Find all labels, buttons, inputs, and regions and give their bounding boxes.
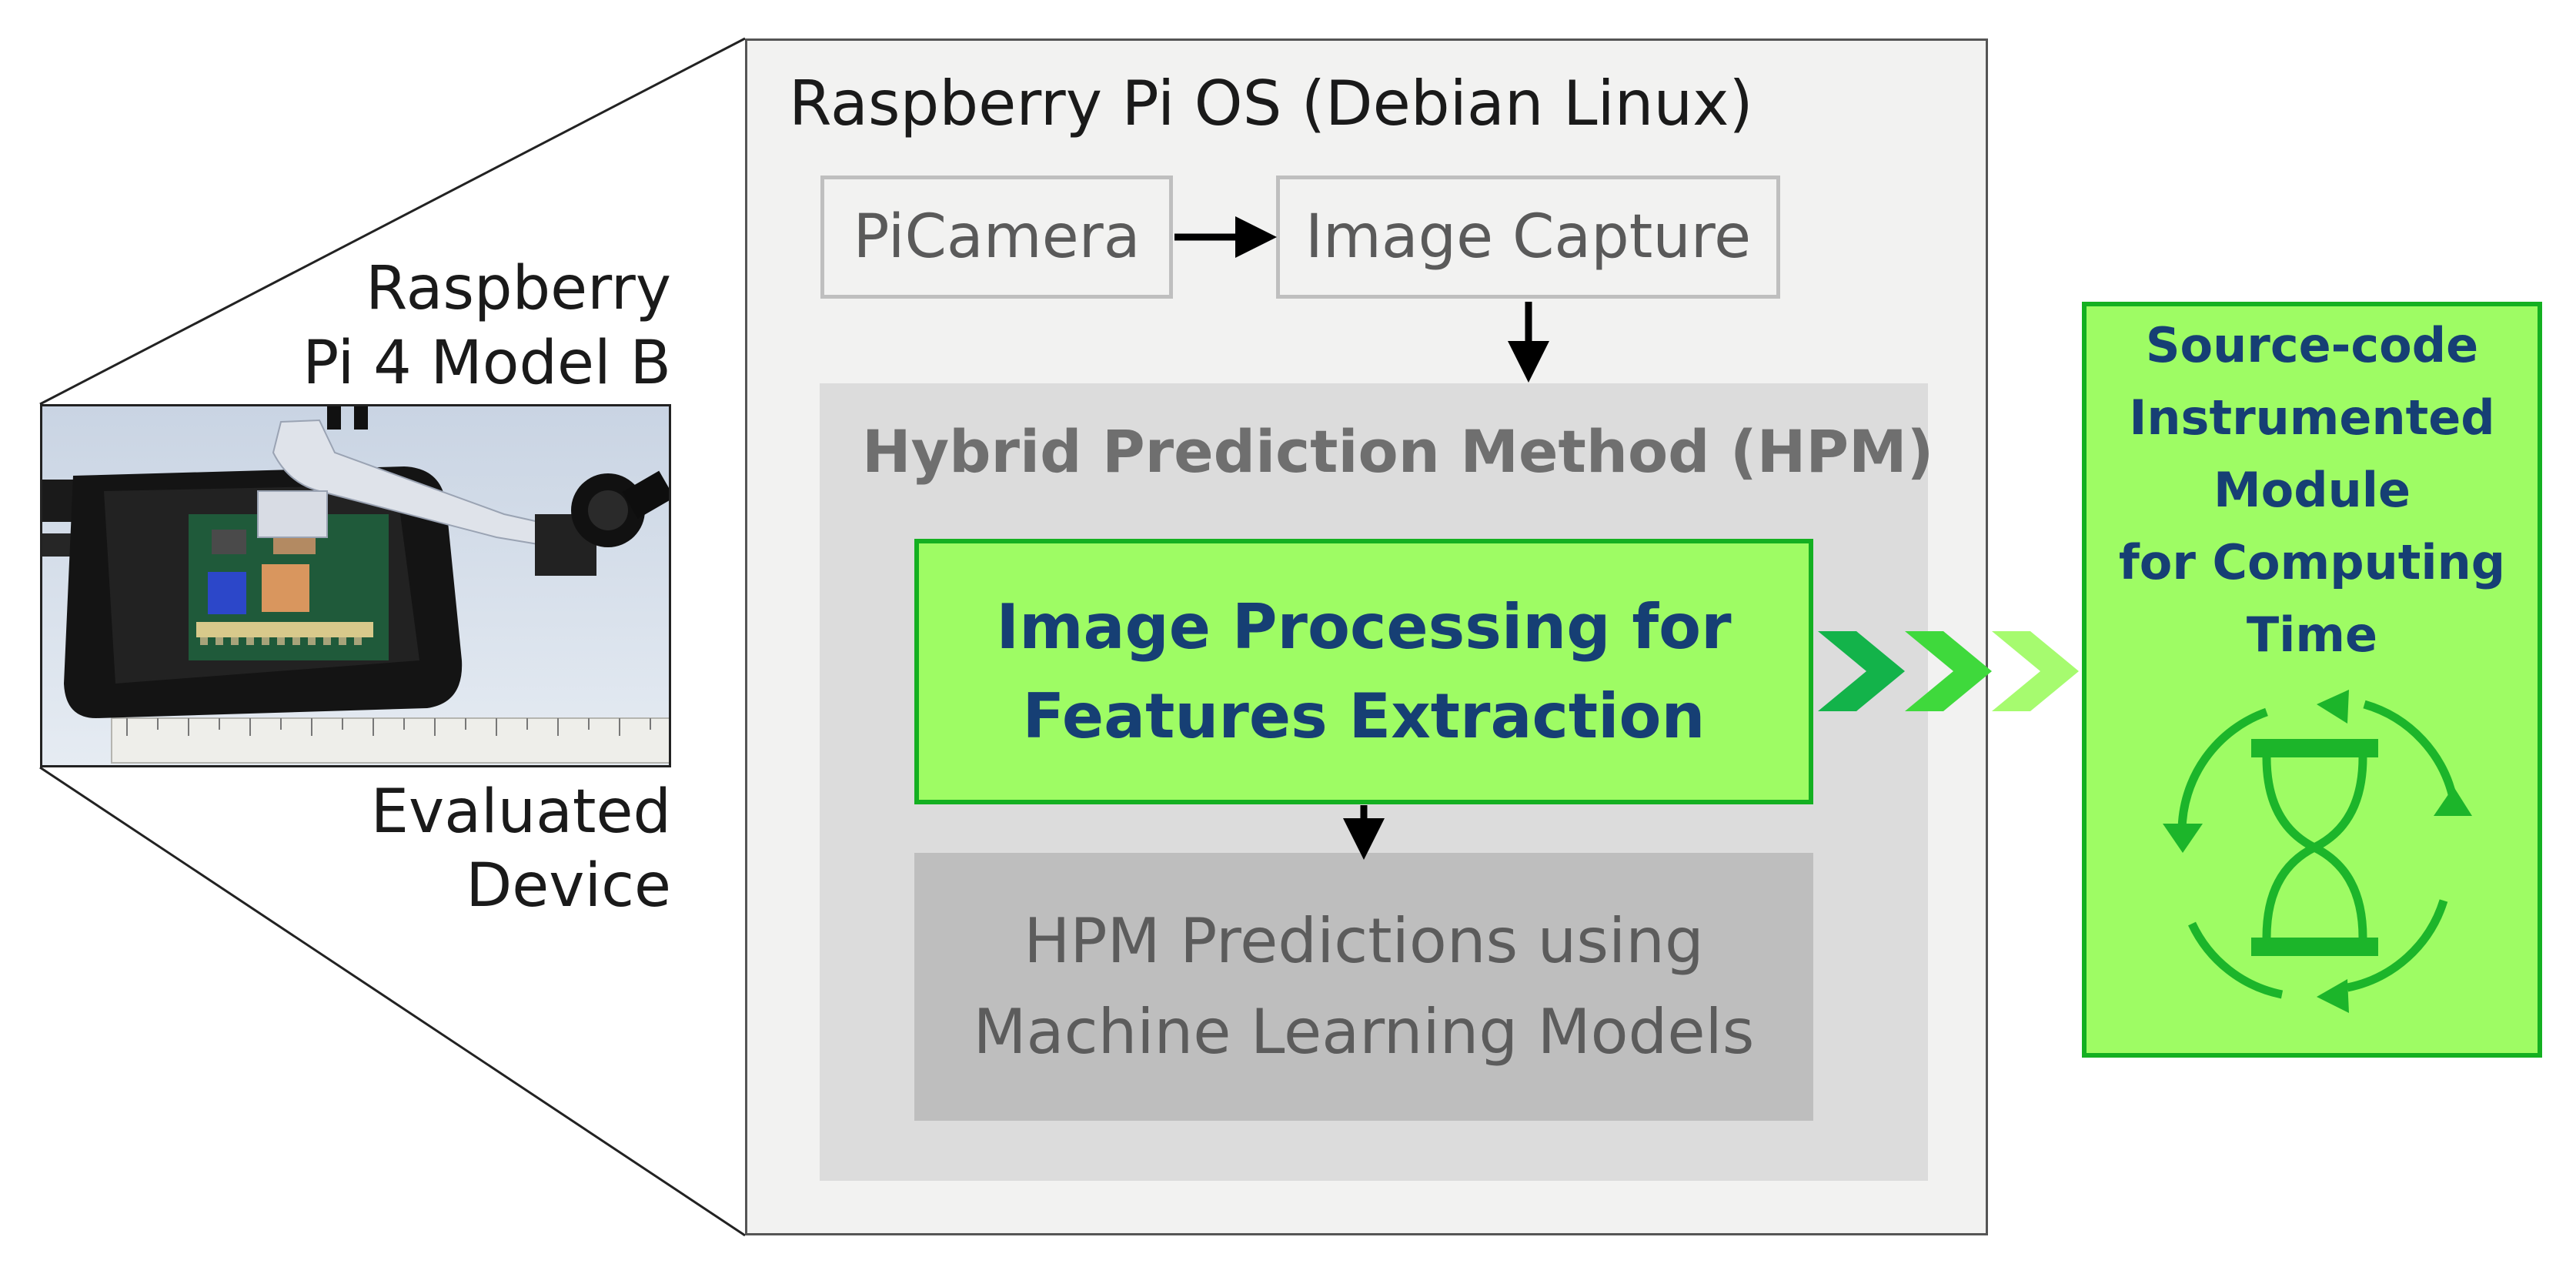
zoom-line-bottom: [39, 766, 746, 1237]
raspberry-pi-device-photo: [40, 404, 671, 767]
hourglass-cycle-icon: [2177, 700, 2458, 999]
module-line1: Source-code: [2145, 317, 2479, 373]
os-title: Raspberry Pi OS (Debian Linux): [789, 68, 1753, 139]
double-chevron-right-icon: [1818, 631, 2079, 711]
device-photo-illustration: [42, 406, 669, 765]
device-name-line1: Raspberry: [366, 254, 671, 323]
instrumented-module-text: Source-code Instrumented Module for Comp…: [2082, 309, 2542, 671]
picamera-box: PiCamera: [820, 176, 1173, 299]
hpm-predictions-box: HPM Predictions using Machine Learning M…: [914, 853, 1813, 1121]
hpm-title: Hybrid Prediction Method (HPM): [862, 417, 1934, 486]
chevron-2: [1905, 631, 1992, 711]
image-processing-box: Image Processing for Features Extraction: [914, 539, 1813, 804]
module-line5: Time: [2246, 607, 2378, 663]
image-processing-line1: Image Processing for: [996, 590, 1732, 663]
picamera-label: PiCamera: [853, 202, 1141, 272]
module-line3: Module: [2213, 462, 2411, 518]
hpm-predictions-line2: Machine Learning Models: [973, 996, 1755, 1068]
chevron-1: [1818, 631, 1905, 711]
instrumented-module-box: [2082, 302, 2542, 1058]
chevron-3: [1992, 631, 2079, 711]
hpm-predictions-line1: HPM Predictions using: [1024, 905, 1704, 977]
image-capture-box: Image Capture: [1276, 176, 1780, 299]
module-line4: for Computing: [2118, 534, 2506, 590]
hourglass-cycle-arrowheads: [2163, 690, 2472, 1013]
device-caption-line1: Evaluated: [370, 777, 671, 847]
device-caption-line2: Device: [466, 851, 671, 921]
zoom-line-top: [39, 37, 746, 406]
module-line2: Instrumented: [2129, 389, 2495, 446]
image-processing-line2: Features Extraction: [1022, 680, 1706, 752]
device-name-line2: Pi 4 Model B: [302, 329, 671, 398]
image-capture-label: Image Capture: [1305, 202, 1752, 272]
